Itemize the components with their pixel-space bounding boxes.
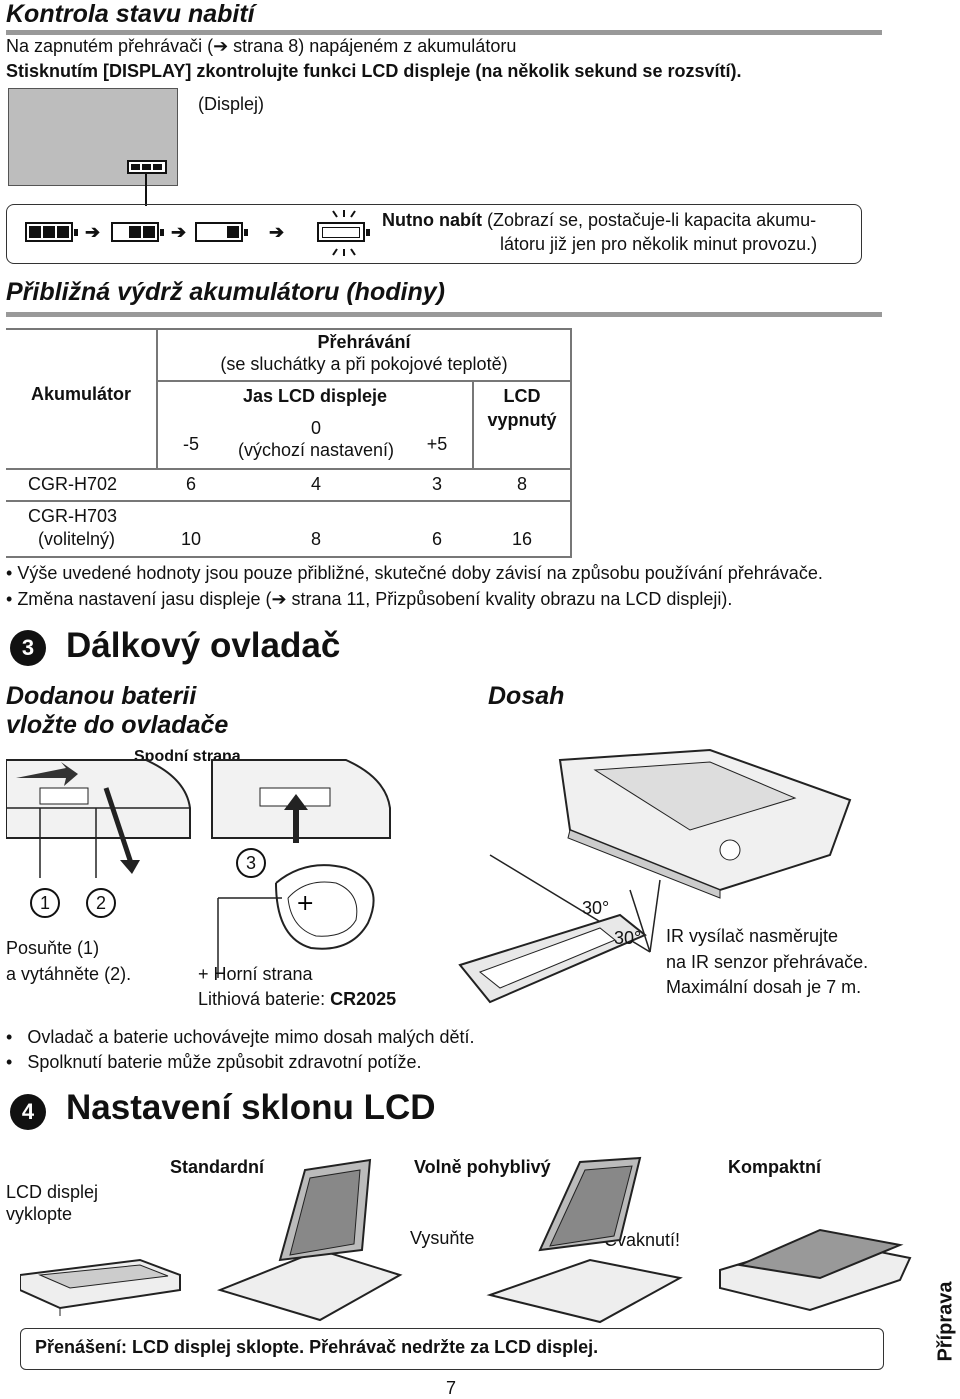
warning-bullet: • Spolknutí baterie může způsobit zdravo… [6, 1052, 422, 1072]
mode-free: Volně pohyblivý [414, 1157, 551, 1177]
subhead-battery-2: vložte do ovladače [6, 711, 229, 739]
subhead-range: Dosah [488, 682, 565, 710]
warning-bullet: • Ovladač a baterie uchovávejte mimo dos… [6, 1027, 475, 1047]
cell-value: 6 [185, 474, 196, 494]
display-illustration [8, 88, 178, 186]
lithium-label: Lithiová baterie: CR2025 [198, 989, 397, 1009]
battery-level-row: ➔ ➔ ➔ [6, 204, 862, 264]
side-tab: Příprava [932, 1262, 960, 1397]
note-brightness: Změna nastavení jasu displeje (➔ strana … [17, 589, 733, 609]
range-illustration [458, 748, 852, 1004]
display-label: (Displej) [198, 94, 265, 114]
cell-value: 8 [310, 529, 321, 549]
ir-instruction-2: na IR senzor přehrávače. [666, 952, 869, 972]
note-values: Výše uvedené hodnoty jsou pouze přibližn… [17, 563, 823, 583]
cell-value: 10 [180, 529, 202, 549]
col-zero: 0 [310, 418, 321, 438]
need-charge-line2: látoru již jen pro několik minut provozu… [500, 234, 818, 254]
instruction-line: Stisknutím [DISPLAY] zkontrolujte funkci… [6, 61, 742, 81]
section-title-runtime: Přibližná výdrž akumulátoru (hodiny) [6, 278, 445, 306]
click-label: Cvaknutí! [604, 1230, 681, 1250]
lcd-open-label: LCD displej [6, 1182, 99, 1202]
ir-instruction-3: Maximální dosah je 7 m. [666, 977, 862, 997]
mode-compact: Kompaktní [728, 1157, 822, 1177]
cell-value: 6 [431, 529, 442, 549]
step1-badge: 1 [30, 888, 60, 918]
battery-empty-blinking-icon [317, 222, 370, 242]
cell-value: 16 [511, 529, 533, 549]
need-charge-rest: (Zobrazí se, postačuje-li kapacita akumu… [481, 210, 817, 230]
col-default: (výchozí nastavení) [237, 440, 395, 460]
intro-line: Na zapnutém přehrávači (➔ strana 8) napá… [6, 36, 517, 56]
col-lcd-off: LCD [503, 386, 541, 406]
subhead-battery: Dodanou baterii [6, 682, 197, 710]
section-number-badge: 4 [10, 1094, 46, 1130]
col-battery: Akumulátor [30, 384, 131, 404]
page-number: 7 [446, 1378, 457, 1398]
cell-value: 8 [516, 474, 527, 494]
arrow-icon: ➔ [269, 222, 285, 242]
section-number-badge: 3 [10, 630, 46, 666]
lcd-open-label-2: vyklopte [6, 1204, 73, 1224]
section-rule [6, 312, 882, 317]
col-lcd-off-2: vypnutý [487, 410, 557, 430]
slide-label: Vysuňte [410, 1228, 475, 1248]
angle-label: 30° [614, 928, 642, 948]
battery-full-icon [25, 222, 78, 242]
col-minus5: -5 [182, 434, 199, 454]
carry-note-box: Přenášení: LCD displej sklopte. Přehráva… [20, 1328, 884, 1370]
mode-standard: Standardní [170, 1157, 265, 1177]
ir-instruction: IR vysílač nasměrujte [666, 926, 839, 946]
row-name: CGR-H703 [28, 506, 118, 526]
cell-value: 4 [310, 474, 321, 494]
pull-instruction: Posuňte (1) [6, 938, 100, 958]
pull-instruction-2: a vytáhněte (2). [6, 964, 132, 984]
remote-battery-illustration: + [6, 759, 391, 978]
battery-one-third-icon [195, 222, 248, 242]
section-rule [6, 30, 882, 35]
section-title-lcd-tilt: Nastavení sklonu LCD [66, 1088, 436, 1127]
carry-note: Přenášení: LCD displej sklopte. Přehráva… [35, 1337, 599, 1357]
side-tab-label: Příprava [934, 1281, 957, 1362]
plus-top-label: + Horní strana [198, 964, 313, 984]
step3-badge: 3 [236, 848, 266, 878]
blink-rays-icon [332, 210, 356, 256]
note-bullet: • Změna nastavení jasu displeje (➔ stran… [6, 589, 733, 609]
row-name-sub: (volitelný) [38, 529, 116, 549]
lcd-tilt-illustrations [20, 1156, 912, 1324]
arrow-icon: ➔ [85, 222, 101, 242]
col-playback-sub: (se sluchátky a při pokojové teplotě) [220, 354, 508, 374]
display-pointer-line [145, 172, 147, 206]
section-title-charge: Kontrola stavu nabití [6, 0, 255, 28]
angle-label: 30° [582, 898, 610, 918]
cell-value: 3 [431, 474, 442, 494]
svg-text:+: + [296, 891, 314, 916]
step2-badge: 2 [86, 888, 116, 918]
need-charge-bold: Nutno nabít [382, 210, 482, 230]
need-charge-text: Nutno nabít (Zobrazí se, postačuje-li ka… [382, 210, 823, 231]
display-battery-icon [127, 160, 167, 174]
section-title-remote: Dálkový ovladač [66, 626, 341, 665]
arrow-icon: ➔ [171, 222, 187, 242]
note-bullet: • Výše uvedené hodnoty jsou pouze přibli… [6, 563, 823, 583]
col-plus5: +5 [426, 434, 448, 454]
row-name: CGR-H702 [28, 474, 118, 494]
col-lcd-brightness: Jas LCD displeje [242, 386, 388, 406]
battery-two-thirds-icon [111, 222, 164, 242]
runtime-table: Akumulátor Přehrávání (se sluchátky a př… [6, 328, 572, 558]
col-playback: Přehrávání [317, 332, 411, 352]
